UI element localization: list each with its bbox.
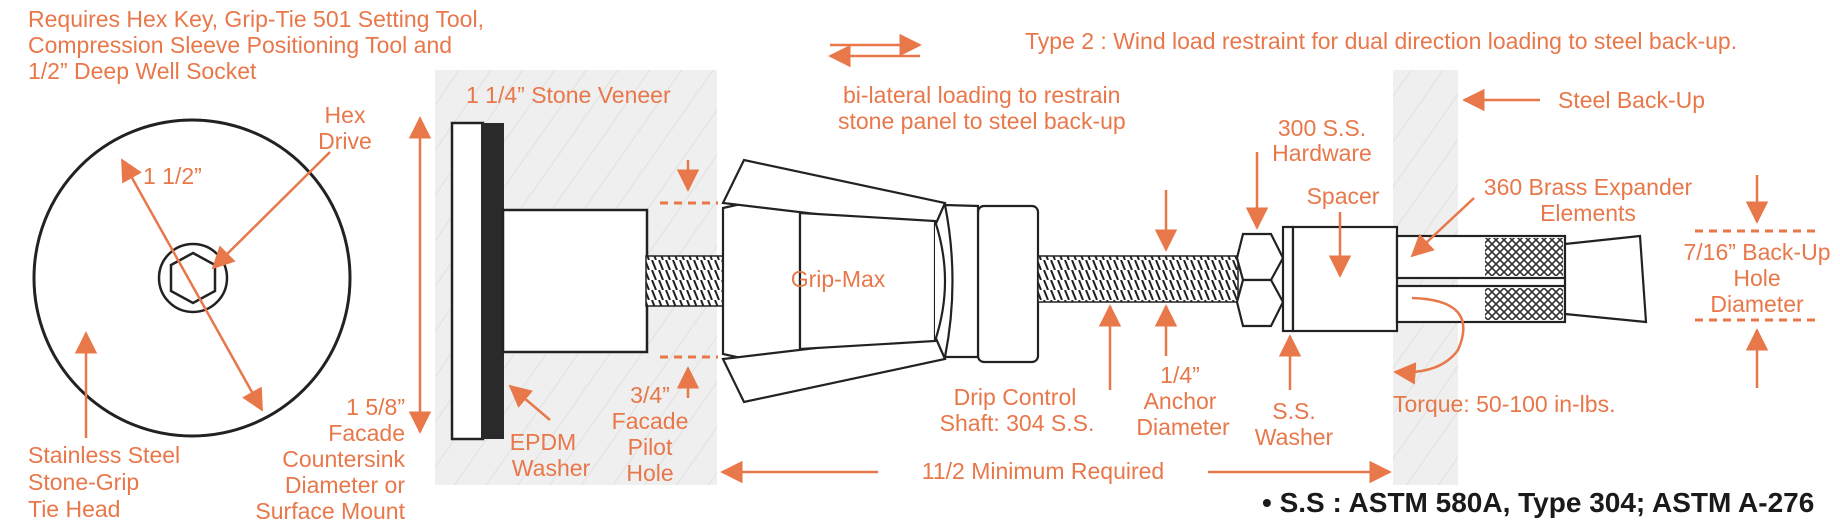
backup-hole-line-2: Hole	[1733, 265, 1780, 291]
steel-backup-label: Steel Back-Up	[1558, 87, 1705, 113]
pilot-line-3: Pilot	[628, 434, 673, 460]
pilot-line-2: Facade	[612, 408, 689, 434]
bilateral-line-1: bi-lateral loading to restrain	[843, 82, 1120, 108]
requires-line-1: Requires Hex Key, Grip-Tie 501 Setting T…	[28, 6, 484, 32]
material-spec: • S.S : ASTM 580A, Type 304; ASTM A-276	[1262, 487, 1814, 518]
washer-line-2: Washer	[1255, 424, 1334, 450]
anchor-line-3: Diameter	[1136, 414, 1230, 440]
bilateral-arrows-icon	[828, 33, 922, 68]
dimension-1-1-2: 1 1/2”	[143, 163, 202, 189]
minimum-required-label: 11/2 Minimum Required	[922, 458, 1164, 484]
bilateral-line-2: stone panel to steel back-up	[838, 108, 1126, 134]
drip-line-2: Shaft: 304 S.S.	[940, 410, 1095, 436]
grip-max-label: Grip-Max	[791, 266, 886, 292]
backup-hole-line-1: 7/16” Back-Up	[1683, 239, 1830, 265]
epdm-line-1: EPDM	[510, 429, 576, 455]
threaded-rod-left	[645, 255, 725, 307]
hex-drive-line-2: Drive	[318, 128, 372, 154]
anchor-line-1: 1/4”	[1160, 362, 1200, 388]
washer-line-1: S.S.	[1272, 398, 1315, 424]
stainless-line-1: Stainless Steel	[28, 442, 180, 468]
stainless-line-2: Stone-Grip	[28, 469, 139, 495]
countersink-line-5: Surface Mount	[255, 498, 405, 522]
brass-expander-elements	[1395, 234, 1648, 324]
hardware-line-2: Hardware	[1272, 140, 1372, 166]
countersink-line-3: Countersink	[282, 446, 405, 472]
pilot-line-4: Hole	[626, 460, 673, 486]
brass-line-2: Elements	[1540, 200, 1636, 226]
spacer	[1281, 225, 1399, 333]
backup-hole-line-3: Diameter	[1710, 291, 1804, 317]
hardware-line-1: 300 S.S.	[1278, 115, 1366, 141]
countersink-line-4: Diameter or	[285, 472, 405, 498]
drip-line-1: Drip Control	[954, 384, 1077, 410]
stone-veneer-label: 1 1/4” Stone Veneer	[466, 82, 671, 108]
hex-drive-line-1: Hex	[325, 102, 366, 128]
epdm-line-2: Washer	[512, 455, 591, 481]
torque-label: Torque: 50-100 in-lbs.	[1393, 391, 1615, 417]
tie-head-side-view	[450, 121, 649, 441]
diameter-arrow	[120, 158, 264, 412]
stainless-line-3: Tie Head	[28, 496, 120, 522]
epdm-arrow	[508, 384, 551, 421]
pilot-line-1: 3/4”	[630, 382, 670, 408]
brass-arrow	[1410, 197, 1475, 258]
countersink-line-2: Facade	[328, 420, 405, 446]
drip-control-shaft	[1037, 255, 1239, 303]
requires-line-2: Compression Sleeve Positioning Tool and	[28, 32, 452, 58]
hex-drive-arrow	[211, 151, 331, 270]
grip-max-expander	[721, 158, 1040, 404]
spacer-label: Spacer	[1307, 183, 1380, 209]
anchor-line-2: Anchor	[1144, 388, 1217, 414]
requires-line-3: 1/2” Deep Well Socket	[28, 58, 257, 84]
type2-title: Type 2 : Wind load restraint for dual di…	[1025, 28, 1737, 54]
countersink-line-1: 1 5/8”	[346, 394, 405, 420]
torque-arrow	[1393, 296, 1465, 385]
brass-line-1: 360 Brass Expander	[1484, 174, 1693, 200]
hex-nuts	[1235, 232, 1285, 328]
